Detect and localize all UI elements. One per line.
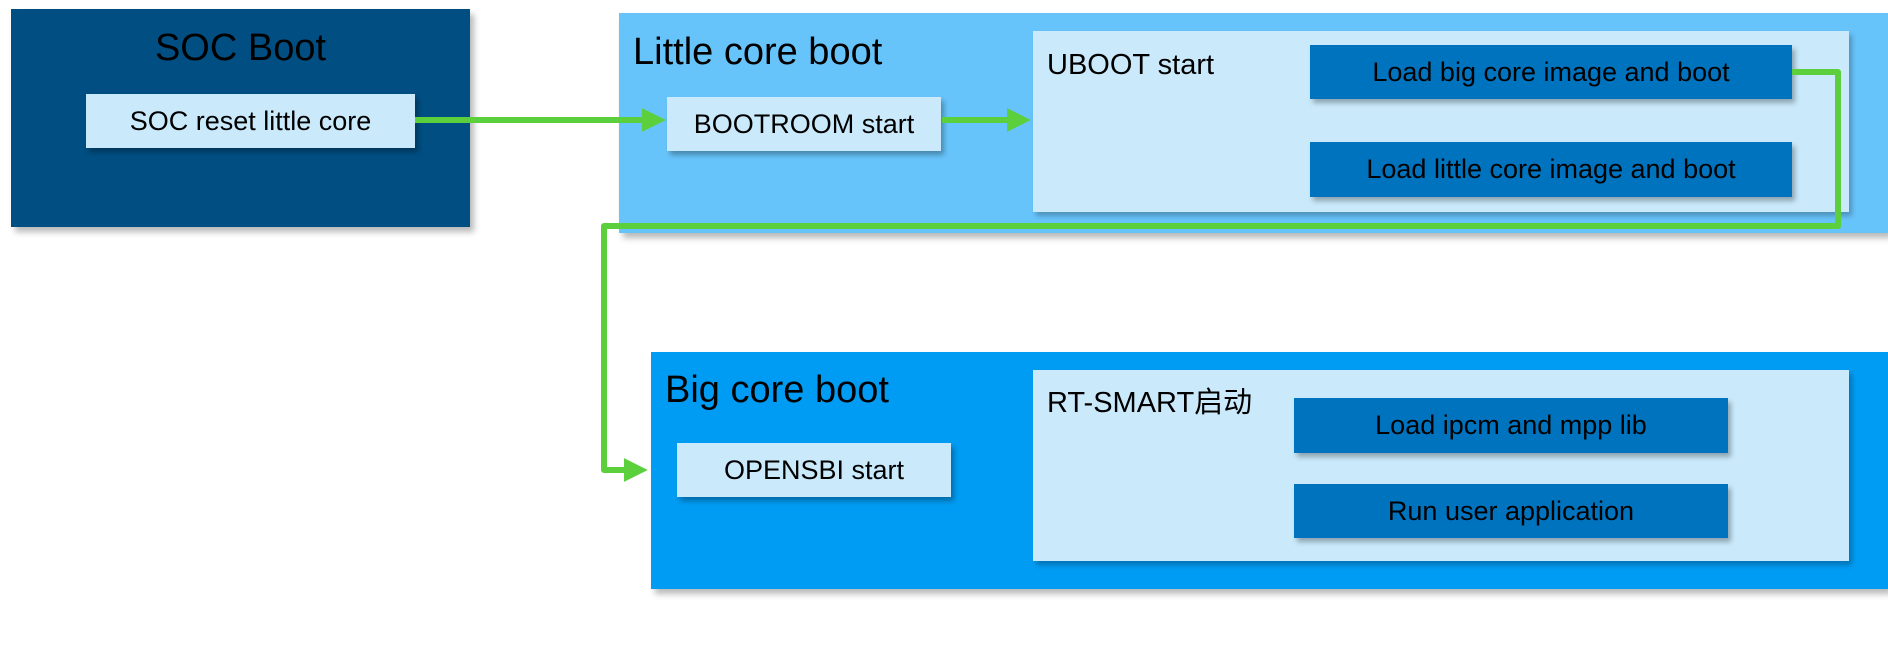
little-core-boot-title: Little core boot (633, 31, 883, 73)
rt-smart-title: RT-SMART启动 (1047, 387, 1253, 419)
load-big-core-image-box: Load big core image and boot (1310, 45, 1792, 99)
bootroom-start-box: BOOTROOM start (667, 97, 941, 151)
soc-boot-title: SOC Boot (154, 27, 327, 69)
uboot-start-title: UBOOT start (1047, 49, 1215, 81)
big-core-boot-title: Big core boot (665, 369, 889, 411)
load-little-core-image-box: Load little core image and boot (1310, 142, 1792, 197)
load-ipcm-mpp-lib-box: Load ipcm and mpp lib (1294, 398, 1728, 453)
run-user-application-box: Run user application (1294, 484, 1728, 538)
soc-reset-little-core-box: SOC reset little core (86, 94, 415, 148)
opensbi-start-box: OPENSBI start (677, 443, 951, 497)
